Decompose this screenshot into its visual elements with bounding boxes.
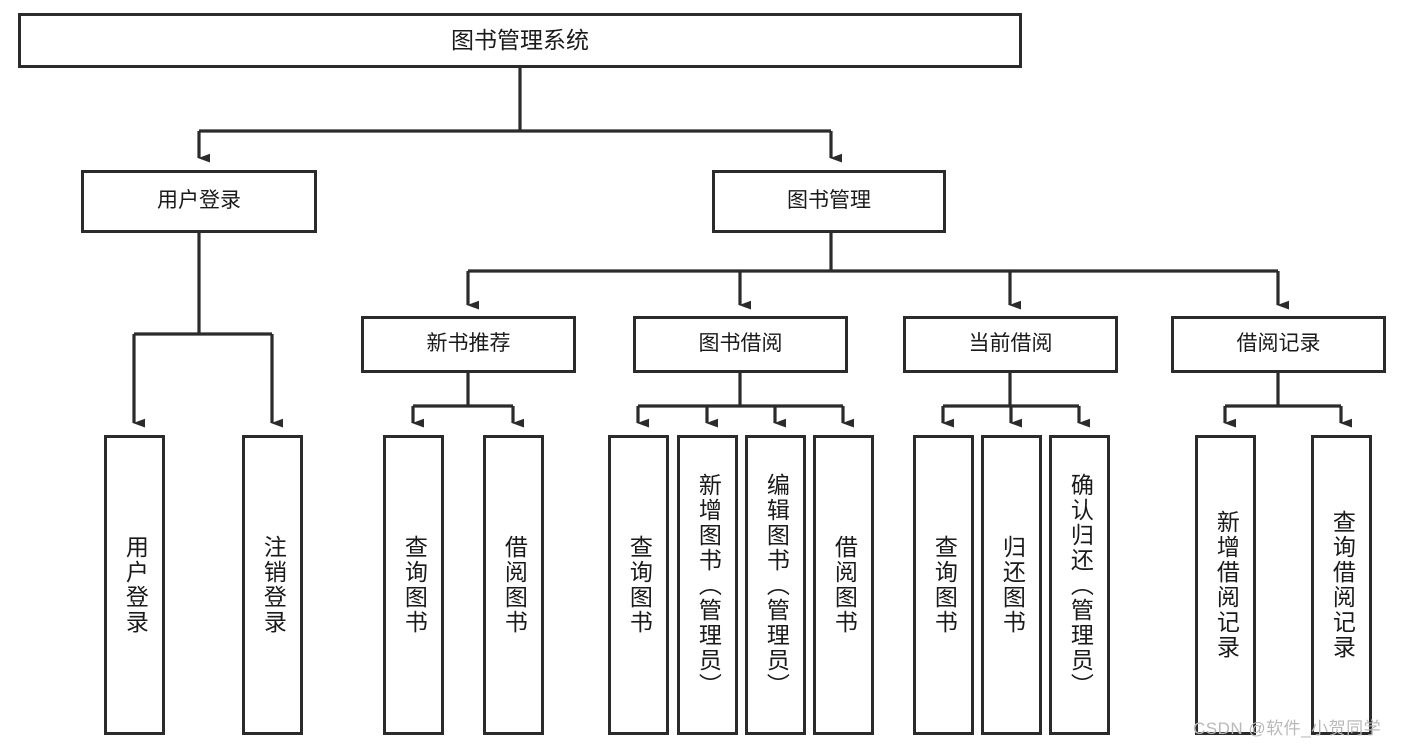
- node-user-login[interactable]: 用户登录: [81, 170, 317, 233]
- node-label: 借阅图书: [501, 535, 528, 635]
- node-leaf-borrow-book[interactable]: 借阅图书: [813, 435, 874, 735]
- node-book-management[interactable]: 图书管理: [712, 170, 946, 233]
- node-label: 用户登录: [122, 535, 149, 635]
- watermark-text: CSDN @软件_小贺同学: [1193, 719, 1382, 738]
- node-label: 查询图书: [626, 535, 653, 635]
- node-leaf-add-borrow-record[interactable]: 新增借阅记录: [1195, 435, 1256, 735]
- node-root-book-management-system[interactable]: 图书管理系统: [18, 13, 1022, 68]
- node-label: 图书管理: [787, 189, 871, 213]
- node-label: 编辑图书（管理员）: [763, 472, 790, 698]
- node-label: 用户登录: [157, 189, 241, 213]
- node-leaf-query-book-current[interactable]: 查询图书: [913, 435, 974, 735]
- node-label: 查询图书: [931, 535, 958, 635]
- node-borrow-record[interactable]: 借阅记录: [1171, 316, 1386, 373]
- node-label: 查询借阅记录: [1329, 510, 1356, 660]
- node-label: 新增借阅记录: [1213, 510, 1240, 660]
- node-current-borrow[interactable]: 当前借阅: [903, 316, 1118, 373]
- node-label: 新书推荐: [426, 332, 511, 356]
- node-leaf-query-book-recommend[interactable]: 查询图书: [383, 435, 444, 735]
- node-leaf-logout-login[interactable]: 注销登录: [242, 435, 303, 735]
- node-label: 图书借阅: [698, 332, 783, 356]
- node-leaf-confirm-return-admin[interactable]: 确认归还（管理员）: [1049, 435, 1110, 735]
- node-leaf-user-login[interactable]: 用户登录: [104, 435, 165, 735]
- node-label: 查询图书: [401, 535, 428, 635]
- node-label: 借阅记录: [1236, 332, 1321, 356]
- node-label: 归还图书: [999, 535, 1026, 635]
- node-label: 借阅图书: [831, 535, 858, 635]
- node-label: 注销登录: [260, 535, 287, 635]
- node-leaf-borrow-book-recommend[interactable]: 借阅图书: [483, 435, 544, 735]
- node-label: 图书管理系统: [451, 26, 589, 53]
- node-leaf-add-book-admin[interactable]: 新增图书（管理员）: [677, 435, 738, 735]
- node-leaf-return-book[interactable]: 归还图书: [981, 435, 1042, 735]
- node-label: 当前借阅: [968, 332, 1053, 356]
- node-leaf-edit-book-admin[interactable]: 编辑图书（管理员）: [745, 435, 806, 735]
- node-leaf-query-book-borrow[interactable]: 查询图书: [608, 435, 669, 735]
- node-label: 确认归还（管理员）: [1067, 472, 1094, 698]
- node-new-book-recommend[interactable]: 新书推荐: [361, 316, 576, 373]
- node-book-borrow[interactable]: 图书借阅: [633, 316, 848, 373]
- node-leaf-query-borrow-record[interactable]: 查询借阅记录: [1311, 435, 1372, 735]
- node-label: 新增图书（管理员）: [695, 472, 722, 698]
